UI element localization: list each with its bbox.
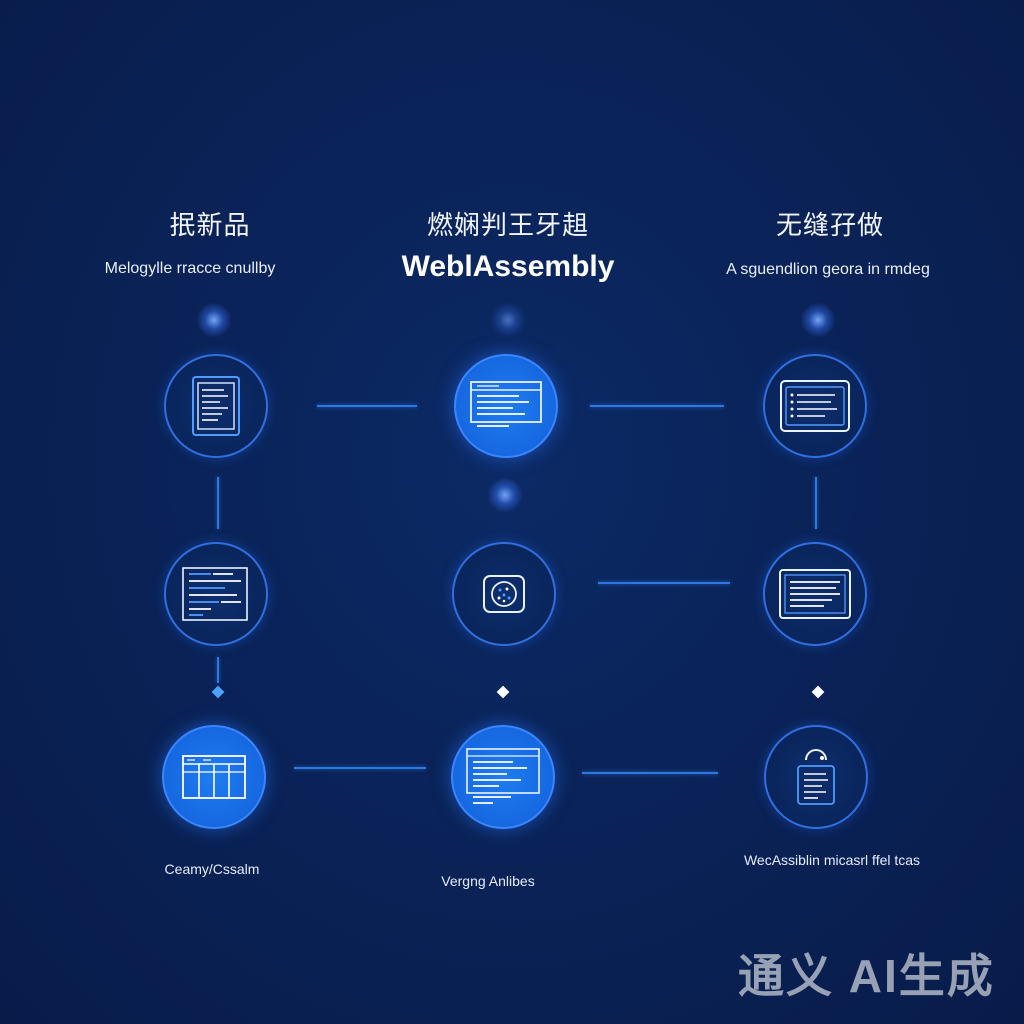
connector-line	[294, 767, 426, 769]
bottom-label-3: WecAssiblin micasrl ffel tcas	[743, 852, 921, 868]
connector-diamond	[496, 685, 510, 699]
column-2-subtitle: WeblAssembly	[401, 250, 615, 283]
text-window-icon	[779, 569, 851, 619]
connector-line	[598, 582, 730, 584]
connector-line	[815, 477, 817, 529]
code-lines-icon	[182, 567, 248, 621]
glow-dot	[196, 302, 232, 338]
column-1-title: 抿新品	[169, 210, 251, 240]
connector-line	[217, 657, 219, 683]
column-3-title: 无缝孖做	[775, 210, 884, 240]
connector-line	[317, 405, 417, 407]
glow-dot	[490, 302, 526, 338]
node-code-lines[interactable]	[164, 542, 268, 646]
column-1-subtitle: Melogylle rracce cnullby	[104, 260, 276, 277]
node-chip[interactable]	[452, 542, 556, 646]
bottom-label-1: Ceamy/Cssalm	[164, 861, 260, 877]
node-lock-document[interactable]	[764, 725, 868, 829]
column-3-subtitle: A sguendlion geora in rmdeg	[726, 261, 930, 278]
node-document[interactable]	[164, 354, 268, 458]
node-code-window-bottom[interactable]	[451, 725, 555, 829]
document-icon	[192, 376, 240, 436]
glow-dot	[800, 302, 836, 338]
node-webassembly-core[interactable]	[454, 354, 558, 458]
node-text-window[interactable]	[763, 542, 867, 646]
connector-diamond	[811, 685, 825, 699]
table-icon	[182, 755, 246, 799]
code-window-icon	[466, 748, 540, 804]
code-window-icon	[470, 381, 542, 427]
lock-document-icon	[797, 749, 835, 805]
connector-line	[217, 477, 219, 529]
connector-line	[590, 405, 724, 407]
list-window-icon	[780, 380, 850, 432]
node-list-window[interactable]	[763, 354, 867, 458]
node-table[interactable]	[162, 725, 266, 829]
bottom-label-2: Vergng Anlibes	[441, 873, 535, 889]
column-2-title: 燃娴判王牙趄	[426, 210, 589, 240]
connector-diamond	[211, 685, 225, 699]
glow-dot	[487, 477, 523, 513]
chip-icon	[483, 575, 525, 613]
watermark: 通义 AI生成	[738, 950, 995, 1002]
connector-line	[582, 772, 718, 774]
